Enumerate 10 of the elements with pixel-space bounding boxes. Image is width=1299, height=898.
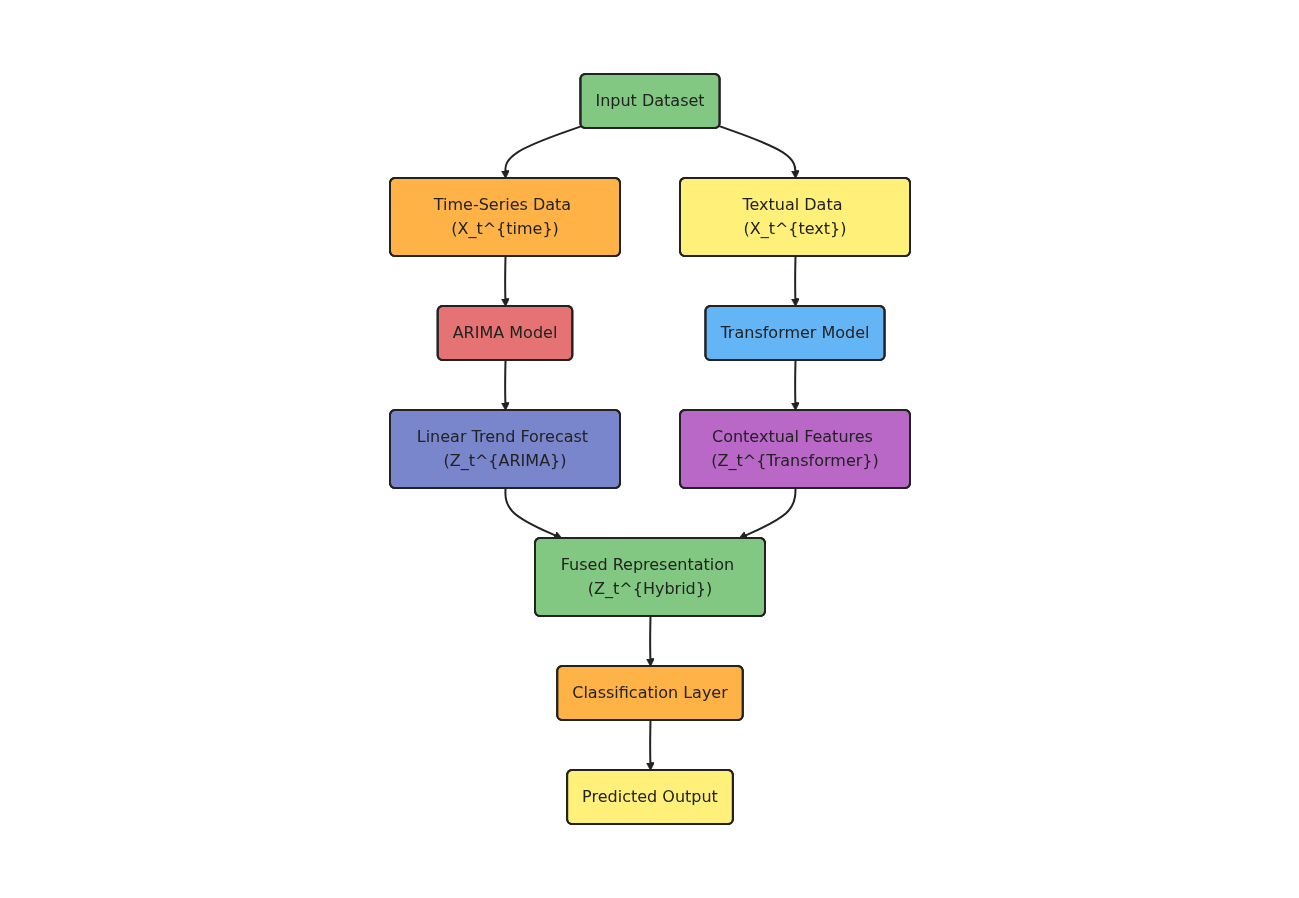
arrow	[645, 719, 655, 771]
arrow	[737, 487, 796, 540]
arrow	[500, 359, 510, 411]
arrow	[645, 615, 655, 667]
arrow	[717, 125, 800, 179]
arrow	[500, 125, 583, 179]
arrow	[790, 255, 800, 307]
arrow	[503, 487, 563, 540]
arrow	[500, 255, 510, 307]
arrow	[790, 359, 800, 411]
